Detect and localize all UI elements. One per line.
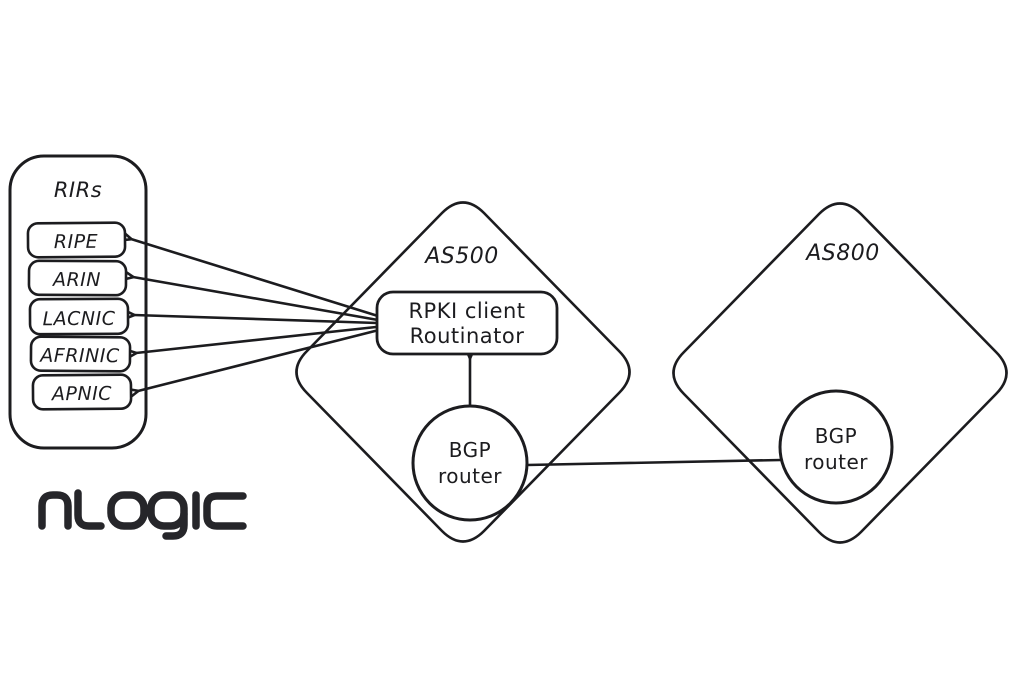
logo-letter-g-bowl [147, 491, 188, 530]
bgp-router-as500-line2: router [438, 464, 502, 488]
rir-boxes: RIPE ARIN LACNIC AFRINIC APNIC [26, 221, 133, 411]
rir-box-afrinic: AFRINIC [29, 335, 132, 373]
rir-box-arin: ARIN [27, 259, 128, 297]
arrow-rpki-to-apnic [118, 329, 377, 404]
rir-box-afrinic-label: AFRINIC [38, 345, 120, 368]
nlogic-logo [38, 489, 247, 540]
bgp-router-as500: BGP router [411, 404, 529, 522]
as500-diamond: AS500 [295, 201, 631, 543]
as500-label: AS500 [423, 244, 499, 269]
as800-label: AS800 [804, 241, 880, 266]
logo-letter-n [38, 491, 72, 530]
bgp-session-line [525, 458, 783, 467]
rir-box-lacnic-label: LACNIC [42, 308, 115, 330]
bgp-router-as800-line1: BGP [815, 424, 857, 448]
rir-box-lacnic: LACNIC [28, 297, 130, 336]
arrow-rpki-to-lacnic [115, 305, 379, 325]
as800-diamond: AS800 [672, 202, 1008, 544]
rir-box-ripe-label: RIPE [54, 231, 98, 253]
bgp-router-as500-line1: BGP [449, 438, 491, 462]
rpki-client-label-line1: RPKI client [408, 299, 525, 323]
logo-letter-g-tail [162, 510, 188, 540]
rir-box-ripe: RIPE [26, 221, 127, 259]
rirs-title: RIRs [54, 178, 102, 202]
logo-letter-l [74, 489, 105, 530]
arrow-rpki-to-arin [114, 265, 380, 322]
rpki-client-label-line2: Routinator [410, 324, 525, 348]
arrow-rpki-to-ripe [111, 225, 380, 318]
bgp-router-as800-line2: router [804, 450, 868, 474]
rir-box-arin-label: ARIN [51, 269, 101, 291]
arrow-rpki-to-afrinic [117, 325, 378, 364]
rpki-to-rir-arrows [111, 225, 380, 404]
rir-box-apnic: APNIC [31, 373, 133, 411]
bgp-router-as800: BGP router [778, 389, 894, 505]
rpki-client-box: RPKI client Routinator [375, 290, 559, 356]
logo-letter-c [203, 492, 247, 530]
logo-letter-o [107, 491, 148, 530]
rir-box-apnic-label: APNIC [50, 383, 112, 406]
